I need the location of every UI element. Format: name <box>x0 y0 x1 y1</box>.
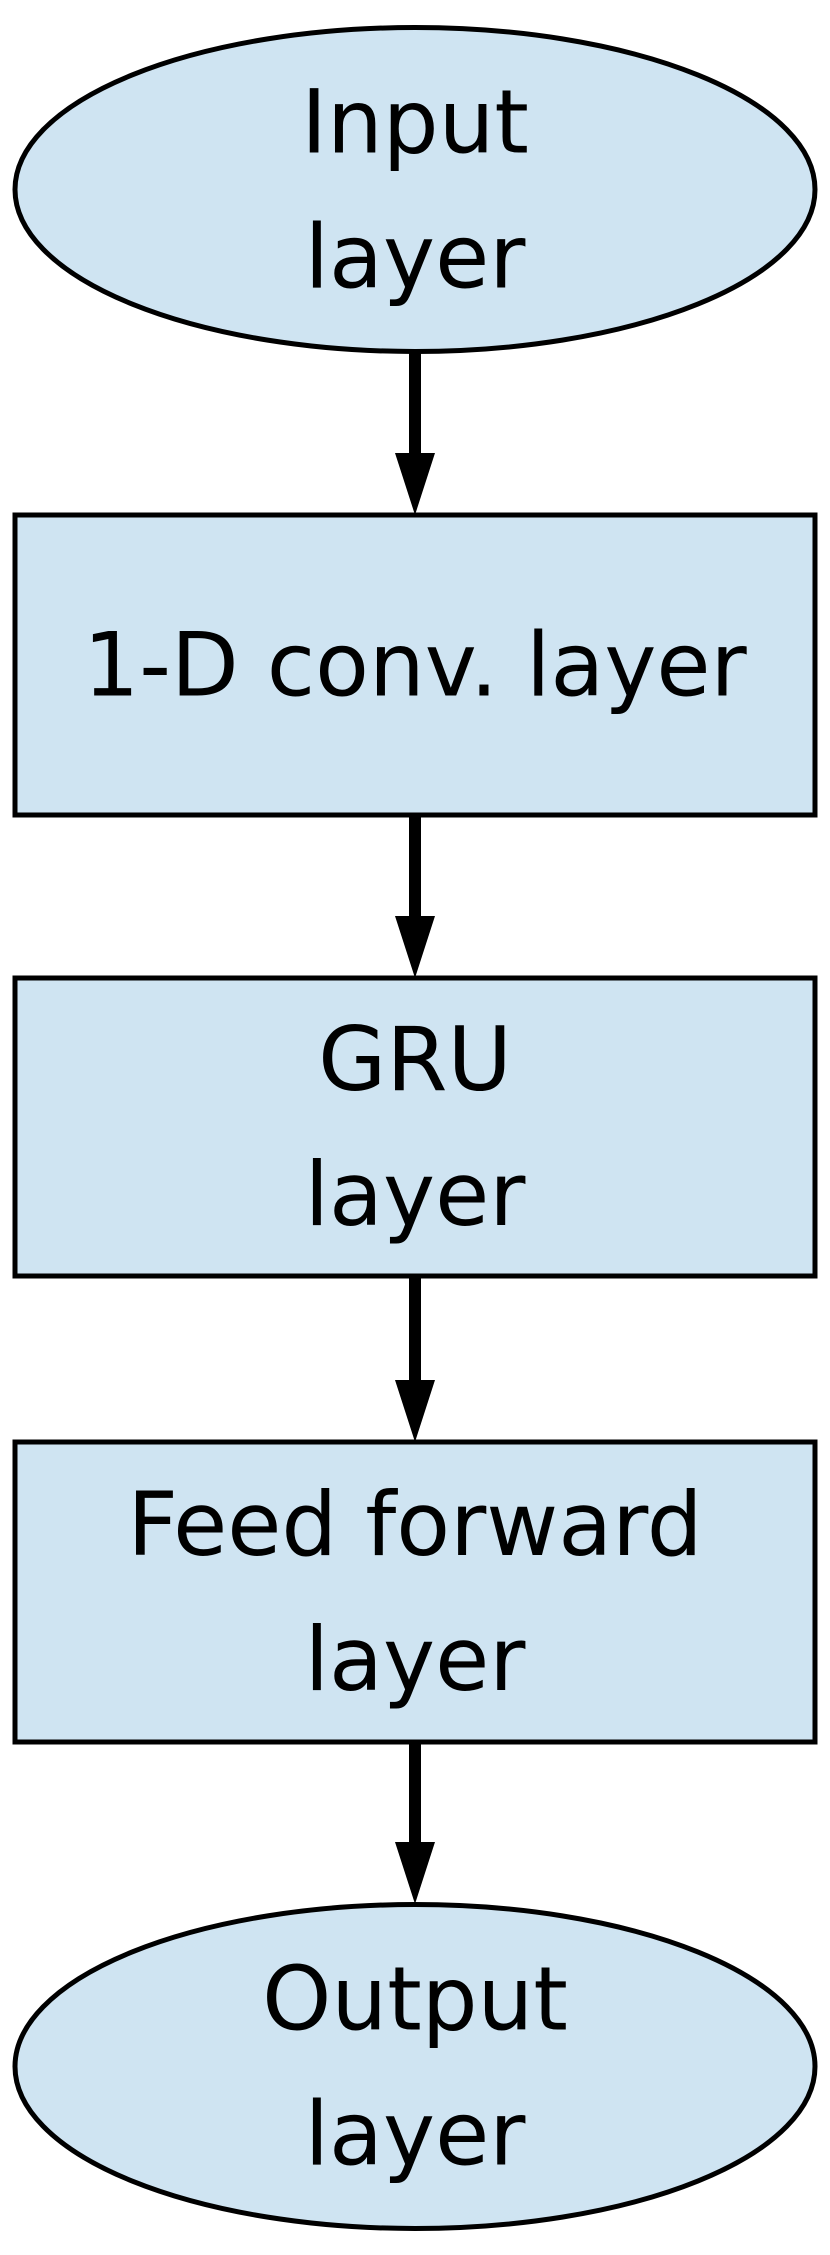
gru-layer-node: GRU layer <box>12 975 818 1279</box>
input-layer-label-line-1: Input <box>301 71 529 174</box>
arrow-head-icon <box>395 453 435 515</box>
gru-layer-box <box>12 975 818 1279</box>
output-layer-ellipse <box>12 1902 818 2231</box>
gru-layer-label-line-1: GRU <box>318 1008 512 1111</box>
input-layer-node: Input layer <box>12 25 818 354</box>
arrow-gru-layer-to-feed-forward-layer <box>395 1276 435 1442</box>
feed-forward-layer-label-line-1: Feed forward <box>127 1473 702 1576</box>
arrow-head-icon <box>395 1380 435 1442</box>
feed-forward-layer-box <box>12 1439 818 1745</box>
arrow-head-icon <box>395 1842 435 1904</box>
arrow-head-icon <box>395 916 435 978</box>
input-layer-label-line-2: layer <box>305 206 527 309</box>
conv-layer-box <box>12 512 818 818</box>
conv-layer-node: 1-D conv. layer <box>12 512 818 818</box>
output-layer-node: Output layer <box>12 1902 818 2231</box>
input-layer-ellipse <box>12 25 818 354</box>
output-layer-label-line-2: layer <box>305 2083 527 2186</box>
arrow-input-layer-to-conv-layer <box>395 352 435 515</box>
conv-layer-label-line-1: 1-D conv. layer <box>83 614 747 717</box>
arrow-conv-layer-to-gru-layer <box>395 815 435 978</box>
edges-layer <box>395 352 435 1904</box>
output-layer-label-line-1: Output <box>262 1948 568 2051</box>
arrow-feed-forward-layer-to-output-layer <box>395 1742 435 1904</box>
feed-forward-layer-label-line-2: layer <box>305 1608 527 1711</box>
feed-forward-layer-node: Feed forward layer <box>12 1439 818 1745</box>
gru-layer-label-line-2: layer <box>305 1143 527 1246</box>
